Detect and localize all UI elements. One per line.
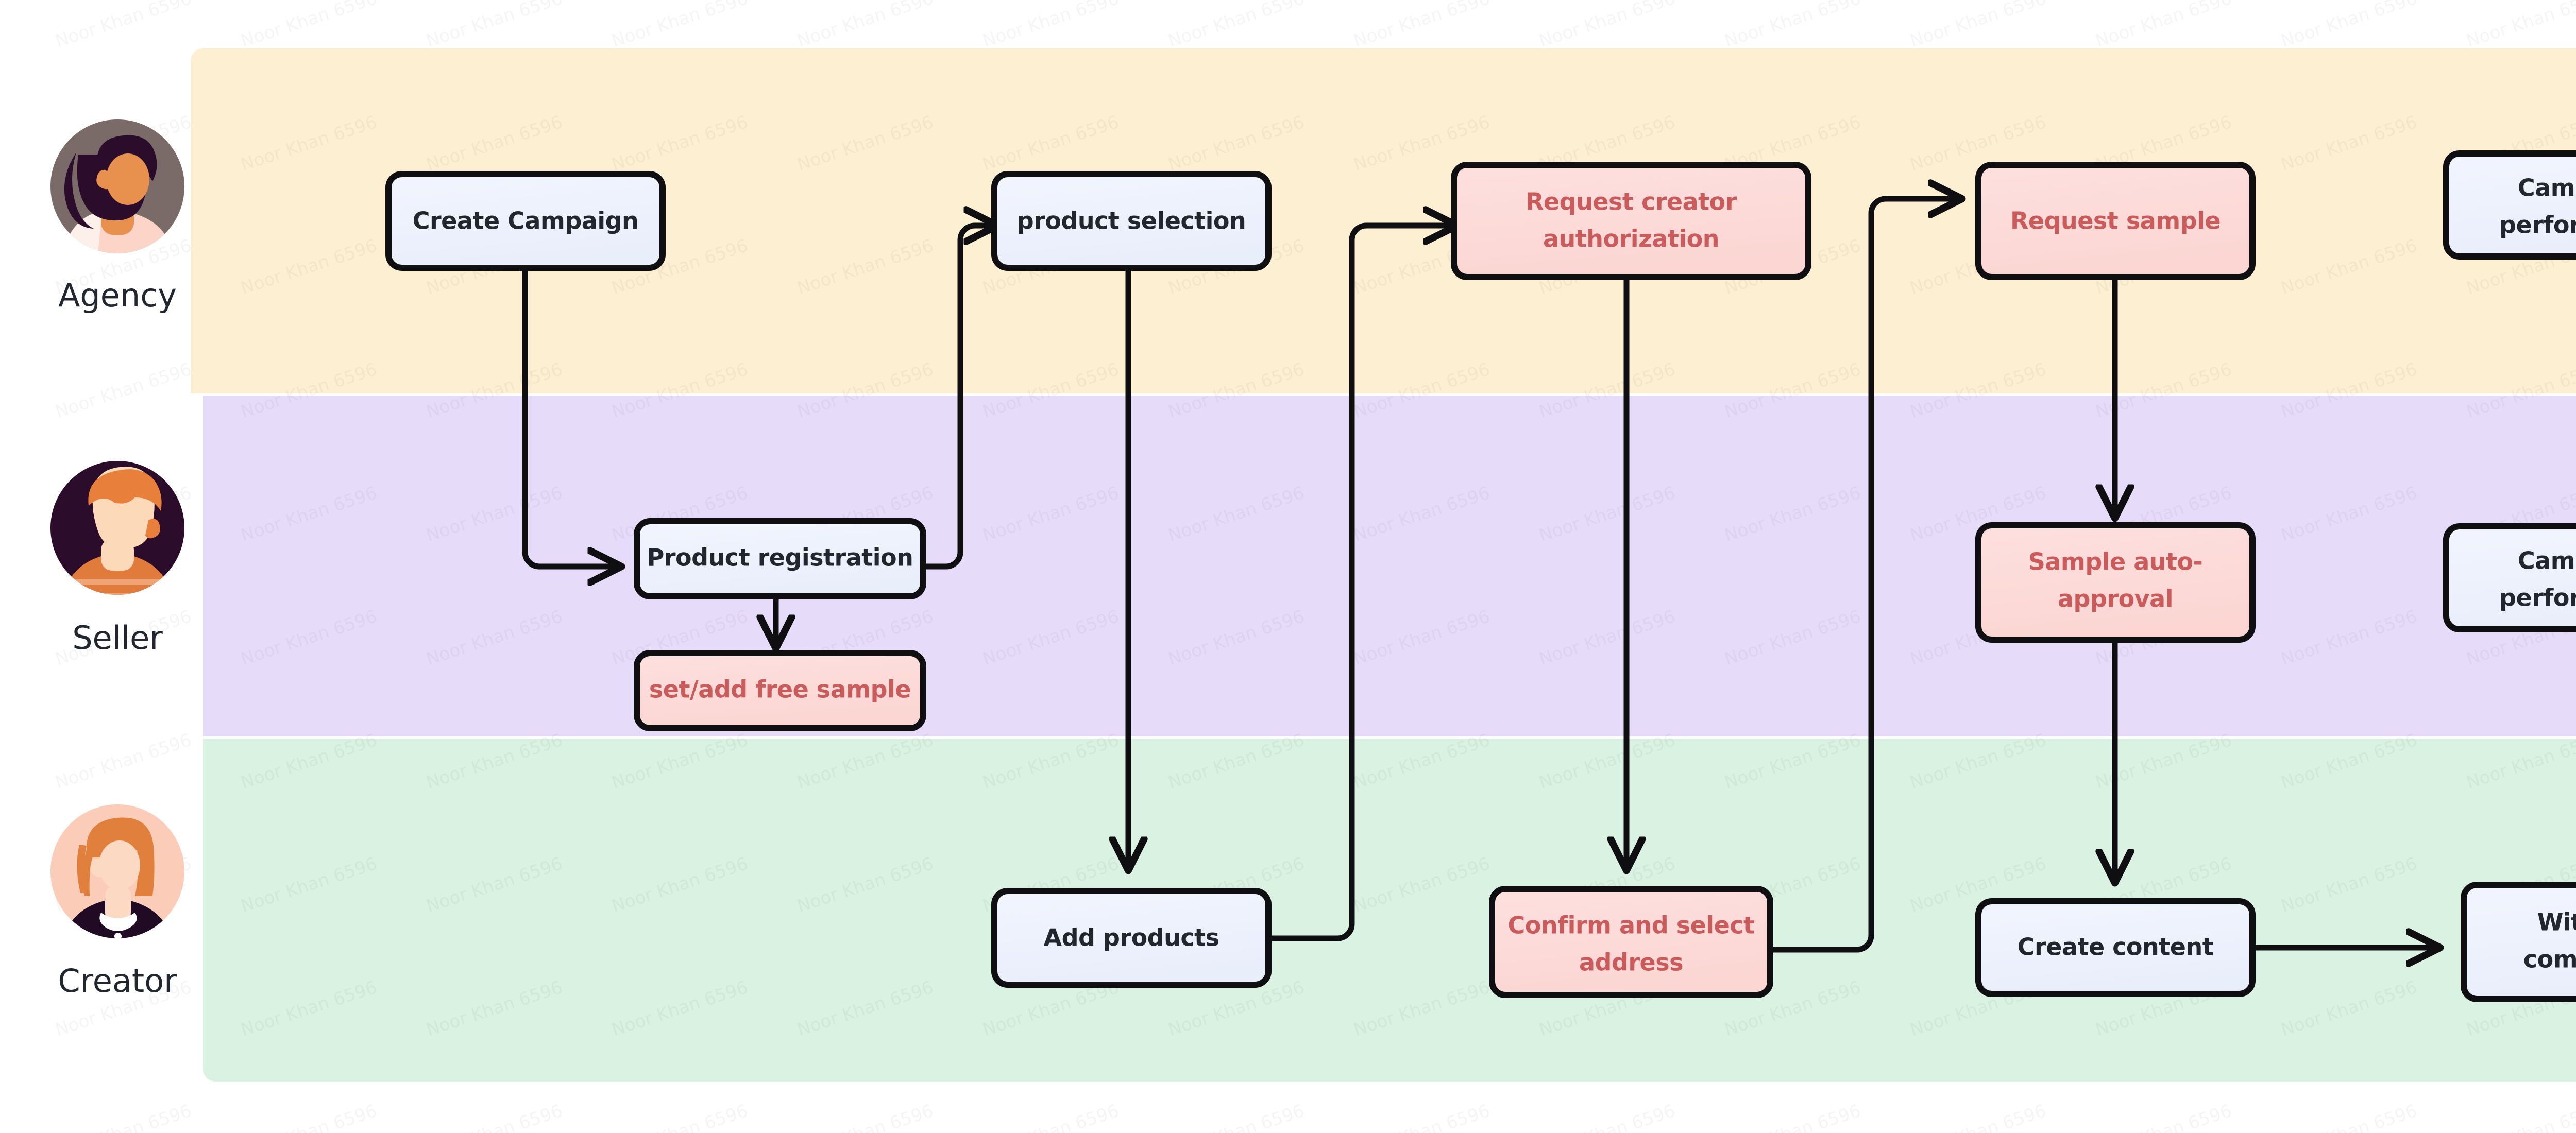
node-create-campaign-label: Create Campaign (413, 207, 639, 235)
node-sample-auto-approval[interactable]: Sample auto- approval (1975, 522, 2256, 643)
node-product-selection[interactable]: product selection (991, 171, 1272, 271)
watermark-text: Noor Khan 6596 (2278, 0, 2419, 52)
watermark-text: Noor Khan 6596 (1351, 0, 1492, 52)
node-create-campaign[interactable]: Create Campaign (385, 171, 666, 271)
watermark-text: Noor Khan 6596 (2464, 1101, 2576, 1133)
node-create-campaign-box[interactable] (385, 171, 666, 271)
edge-create-campaign-to-product-registration (522, 265, 618, 566)
watermark-text: Noor Khan 6596 (980, 0, 1121, 52)
node-sample-auto-approval-box[interactable] (1975, 522, 2256, 643)
watermark-text: Noor Khan 6596 (794, 1101, 936, 1133)
watermark-text: Noor Khan 6596 (980, 1101, 1121, 1133)
lane-legend: Agency Seller (50, 119, 184, 1000)
edge-confirm-and-select-address-to-request-sample (1761, 199, 1959, 953)
node-create-content-label: Create content (2018, 933, 2213, 961)
edge-add-products-to-request-creator-authorization (1262, 226, 1454, 941)
node-create-content[interactable]: Create content (1975, 898, 2256, 997)
node-product-registration[interactable]: Product registration (634, 518, 926, 599)
watermark-text: Noor Khan 6596 (1536, 1101, 1677, 1133)
lane-label-seller: Seller (72, 619, 163, 657)
node-withdraw-commission[interactable]: Withdraw commission (2461, 882, 2576, 1002)
edge-product-registration-to-product-selection (918, 226, 994, 570)
watermark-text: Noor Khan 6596 (1722, 1101, 1863, 1133)
watermark-text: Noor Khan 6596 (423, 1101, 565, 1133)
watermark-text: Noor Khan 6596 (1165, 0, 1307, 52)
node-sample-auto-approval-label-line1: Sample auto- (2028, 548, 2202, 576)
watermark-text: Noor Khan 6596 (1536, 0, 1677, 52)
watermark-text: Noor Khan 6596 (2278, 1101, 2419, 1133)
watermark-text: Noor Khan 6596 (1907, 0, 2048, 52)
watermark-text: Noor Khan 6596 (53, 730, 194, 793)
node-confirm-and-select-address-label-line2: address (1579, 949, 1683, 976)
node-request-creator-authorization[interactable]: Request creator authorization (1451, 162, 1811, 280)
node-campaign-performance-agency[interactable]: Campaign performance (2443, 150, 2576, 260)
node-withdraw-commission-box[interactable] (2461, 882, 2576, 1002)
lane-background-creator (203, 739, 2576, 1082)
node-product-selection-label: product selection (1017, 207, 1246, 235)
watermark-text: Noor Khan 6596 (238, 1101, 379, 1133)
node-layer: Create Campaign product selection Reques… (385, 150, 2576, 1002)
watermark-text: Noor Khan 6596 (2093, 0, 2234, 52)
node-request-sample[interactable]: Request sample (1975, 162, 2256, 280)
node-campaign-performance-agency-label-line2: performance (2499, 211, 2576, 239)
node-set-add-free-sample-label: set/add free sample (649, 676, 911, 703)
node-sample-auto-approval-label-line2: approval (2058, 585, 2173, 613)
node-product-registration-box[interactable] (634, 518, 926, 599)
node-campaign-performance-seller-label-line2: performance (2499, 584, 2576, 612)
node-confirm-and-select-address[interactable]: Confirm and select address (1489, 886, 1773, 998)
node-campaign-performance-agency-label-line1: Campaign (2518, 174, 2576, 202)
watermark-text: Noor Khan 6596 (53, 1101, 194, 1133)
node-confirm-and-select-address-label-line1: Confirm and select (1507, 912, 1754, 939)
agency-avatar (50, 119, 184, 253)
node-withdraw-commission-label-line1: Withdraw (2537, 908, 2576, 936)
node-set-add-free-sample[interactable]: set/add free sample (634, 650, 926, 731)
node-withdraw-commission-label-line2: commission (2523, 946, 2576, 973)
lane-label-creator: Creator (58, 962, 177, 1000)
node-add-products-label: Add products (1044, 924, 1219, 952)
node-confirm-and-select-address-box[interactable] (1489, 886, 1773, 998)
watermark-text: Noor Khan 6596 (1722, 0, 1863, 52)
seller-avatar (50, 461, 184, 595)
node-campaign-performance-agency-box[interactable] (2443, 150, 2576, 260)
watermark-text: Noor Khan 6596 (1907, 1101, 2048, 1133)
node-request-creator-authorization-label-line2: authorization (1543, 225, 1719, 253)
watermark-text: Noor Khan 6596 (1165, 1101, 1307, 1133)
node-add-products-box[interactable] (991, 888, 1272, 988)
node-campaign-performance-seller[interactable]: Campaign performance (2443, 523, 2576, 632)
watermark-text: Noor Khan 6596 (238, 0, 379, 52)
watermark-text: Noor Khan 6596 (2093, 1101, 2234, 1133)
node-add-products[interactable]: Add products (991, 888, 1272, 988)
watermark-text: Noor Khan 6596 (53, 359, 194, 422)
node-campaign-performance-seller-label-line1: Campaign (2518, 547, 2576, 575)
node-request-creator-authorization-label-line1: Request creator (1526, 188, 1737, 216)
watermark-text: Noor Khan 6596 (53, 0, 194, 52)
node-create-content-box[interactable] (1975, 898, 2256, 997)
node-set-add-free-sample-box[interactable] (634, 650, 926, 731)
node-request-sample-box[interactable] (1975, 162, 2256, 280)
node-request-sample-label: Request sample (2010, 207, 2221, 235)
connector-layer (522, 199, 2437, 953)
watermark-text: Noor Khan 6596 (1351, 1101, 1492, 1133)
lane-legend-seller: Seller (50, 461, 184, 657)
watermark-text: Noor Khan 6596 (423, 0, 565, 52)
watermark-text: Noor Khan 6596 (609, 1101, 750, 1133)
watermark-text: Noor Khan 6596 (2464, 0, 2576, 52)
node-product-registration-label: Product registration (647, 544, 913, 572)
watermark-text: Noor Khan 6596 (609, 0, 750, 52)
node-campaign-performance-seller-box[interactable] (2443, 523, 2576, 632)
node-request-creator-authorization-box[interactable] (1451, 162, 1811, 280)
lane-legend-creator: Creator (50, 804, 184, 1000)
creator-avatar (50, 804, 184, 938)
lane-legend-agency: Agency (50, 119, 184, 314)
lane-label-agency: Agency (58, 277, 177, 314)
watermark-text: Noor Khan 6596 (794, 0, 936, 52)
lane-background-agency (191, 48, 2576, 393)
node-product-selection-box[interactable] (991, 171, 1272, 271)
